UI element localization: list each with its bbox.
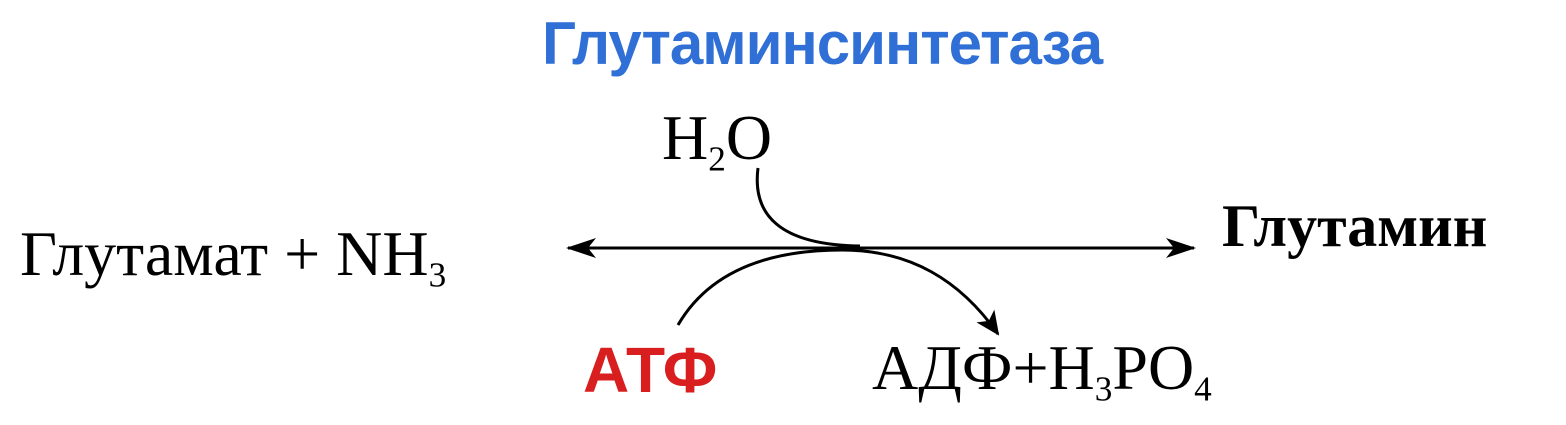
substrate-main: Глутамат + NH (20, 218, 429, 289)
substrate-subscript: 3 (428, 255, 447, 295)
water-tail: O (725, 102, 773, 173)
atp-to-adp-curve (676, 248, 1000, 336)
atp-label: АТФ (583, 334, 718, 406)
adp-part1: АДФ+H (872, 332, 1095, 403)
adp-subscript-1: 3 (1094, 369, 1113, 409)
adp-phosphate-label: АДФ+H3PO4 (872, 336, 1212, 407)
water-label: H2O (662, 106, 772, 177)
enzyme-label: Глутаминсинтетаза (542, 10, 1103, 77)
water-subscript: 2 (708, 139, 726, 179)
product-label: Глутамин (1222, 193, 1488, 259)
adp-part2: PO (1112, 332, 1195, 403)
substrate-label: Глутамат + NH3 (20, 222, 446, 293)
water-input-curve (755, 167, 861, 248)
adp-subscript-2: 4 (1194, 369, 1212, 409)
water-main: H (662, 102, 709, 173)
